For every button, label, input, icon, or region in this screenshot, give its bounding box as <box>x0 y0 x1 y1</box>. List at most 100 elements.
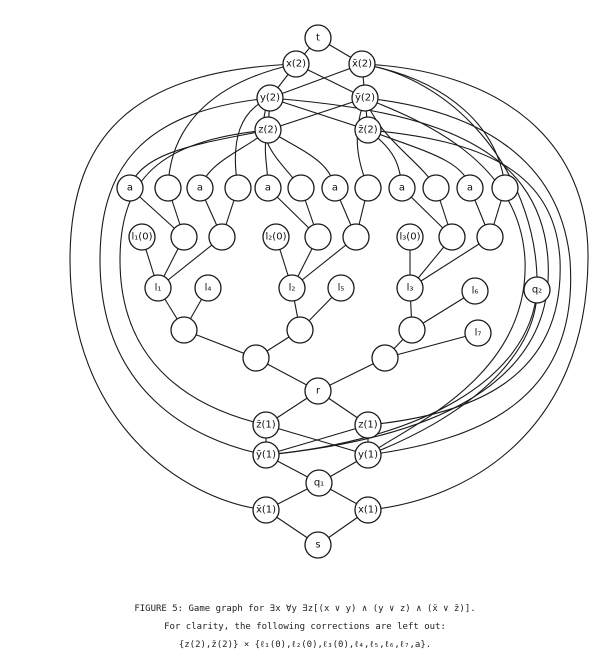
node-circle <box>491 174 519 202</box>
graph-node-m6 <box>476 223 504 251</box>
node-circle <box>304 223 332 251</box>
node-circle <box>278 274 306 302</box>
graph-node-zb1: z̄(1) <box>252 411 280 439</box>
node-circle <box>321 174 349 202</box>
graph-node-yb1: ȳ(1) <box>252 441 280 469</box>
graph-node-x1: x(1) <box>354 496 382 524</box>
graph-node-l1: l₁ <box>144 274 172 302</box>
graph-node-y1: y(1) <box>354 441 382 469</box>
edge <box>367 129 561 426</box>
edge <box>69 63 297 511</box>
edge <box>367 129 471 189</box>
edge <box>364 97 526 456</box>
node-label: l₃ <box>407 283 414 294</box>
node-circle <box>438 223 466 251</box>
node-circle <box>282 50 310 78</box>
node-circle <box>286 316 314 344</box>
edge <box>409 236 491 289</box>
node-circle <box>154 174 182 202</box>
node-circle <box>354 174 382 202</box>
graph-node-l10: l₁(0) <box>128 223 156 251</box>
edge <box>384 332 479 359</box>
edge <box>361 63 589 511</box>
graph-node-m1 <box>170 223 198 251</box>
edge <box>99 97 271 456</box>
node-label: y(1) <box>358 450 378 461</box>
node-label: x̄(1) <box>256 505 276 516</box>
node-label: a <box>332 183 338 194</box>
graph-node-p1 <box>170 316 198 344</box>
node-circle <box>523 276 551 304</box>
graph-node-r: r <box>304 377 332 405</box>
node-circle <box>208 223 236 251</box>
edge <box>364 97 572 456</box>
node-label: l₁(0) <box>132 232 153 243</box>
node-circle <box>396 223 424 251</box>
node-circle <box>304 531 332 559</box>
graph-node-b6 <box>491 174 519 202</box>
graph-node-x2: x(2) <box>282 50 310 78</box>
node-circle <box>224 174 252 202</box>
node-circle <box>242 344 270 372</box>
graph-node-m3 <box>304 223 332 251</box>
node-circle <box>128 223 156 251</box>
node-circle <box>304 377 332 405</box>
graph-node-b3 <box>287 174 315 202</box>
node-label: l₁ <box>155 283 162 294</box>
node-label: r <box>316 386 321 397</box>
node-label: x(1) <box>358 505 378 516</box>
caption-line-note: For clarity, the following corrections a… <box>164 622 446 632</box>
graph-node-m5 <box>438 223 466 251</box>
node-circle <box>396 274 424 302</box>
graph-node-a5: a <box>388 174 416 202</box>
node-circle <box>186 174 214 202</box>
edge <box>119 129 269 426</box>
node-label: l₄ <box>205 283 212 294</box>
node-label: a <box>399 183 405 194</box>
graph-node-p3 <box>398 316 426 344</box>
node-label: z̄(1) <box>256 420 276 431</box>
node-circle <box>461 277 489 305</box>
node-label: a <box>467 183 473 194</box>
edge <box>361 63 538 291</box>
graph-node-b2 <box>224 174 252 202</box>
graph-node-b4 <box>354 174 382 202</box>
node-circle <box>354 496 382 524</box>
graph-node-l7: l₇ <box>464 319 492 347</box>
node-circle <box>342 223 370 251</box>
graph-node-a2: a <box>186 174 214 202</box>
graph-node-l20: l₂(0) <box>262 223 290 251</box>
node-label: z̄(2) <box>358 125 378 136</box>
graph-node-b5 <box>422 174 450 202</box>
node-label: z(2) <box>258 125 278 136</box>
node-circle <box>256 84 284 112</box>
node-label: s <box>315 540 320 551</box>
node-circle <box>327 274 355 302</box>
edge <box>267 97 366 131</box>
node-circle <box>464 319 492 347</box>
node-label: l₃(0) <box>400 232 421 243</box>
edge <box>265 97 549 456</box>
node-label: l₆ <box>472 286 479 297</box>
node-circle <box>144 274 172 302</box>
node-label: l₇ <box>475 328 482 339</box>
node-label: ȳ(2) <box>355 93 375 104</box>
caption-line-set: {z(2),z̄(2)} × {ℓ₁(0),ℓ₂(0),ℓ₃(0),ℓ₄,ℓ₅,… <box>178 640 432 650</box>
graph-node-a3: a <box>254 174 282 202</box>
edge <box>269 63 363 99</box>
node-circle <box>371 344 399 372</box>
graph-node-y2: y(2) <box>256 84 284 112</box>
node-circle <box>351 84 379 112</box>
node-circle <box>305 469 333 497</box>
node-label: t <box>316 33 320 44</box>
node-circle <box>348 50 376 78</box>
figure-caption: FIGURE 5: Game graph for ∃x ∀y ∃z[(x ∨ y… <box>0 600 610 654</box>
node-circle <box>388 174 416 202</box>
graph-node-m2 <box>208 223 236 251</box>
node-circle <box>456 174 484 202</box>
edge <box>265 424 369 456</box>
node-label: l₂ <box>289 283 296 294</box>
graph-node-a4: a <box>321 174 349 202</box>
graph-node-s1 <box>242 344 270 372</box>
